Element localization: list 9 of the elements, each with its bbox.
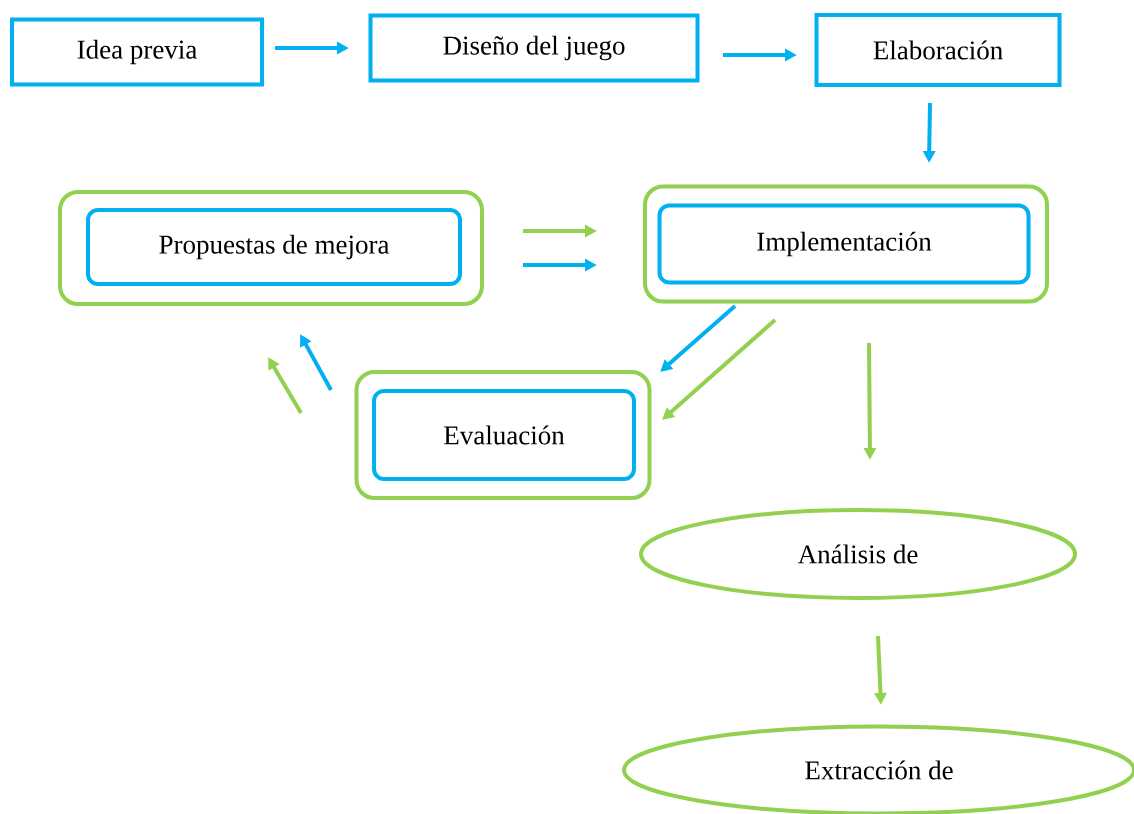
group-frame (58, 190, 484, 306)
process-box: Propuestas de mejora (86, 208, 462, 286)
group-frame (643, 184, 1049, 304)
process-box: Elaboración (814, 13, 1062, 87)
process-box: Diseño del juego (368, 13, 700, 83)
process-box: Idea previa (10, 17, 264, 87)
process-box: Implementación (657, 203, 1031, 285)
group-frame (354, 370, 652, 500)
process-box: Evaluación (372, 389, 636, 481)
